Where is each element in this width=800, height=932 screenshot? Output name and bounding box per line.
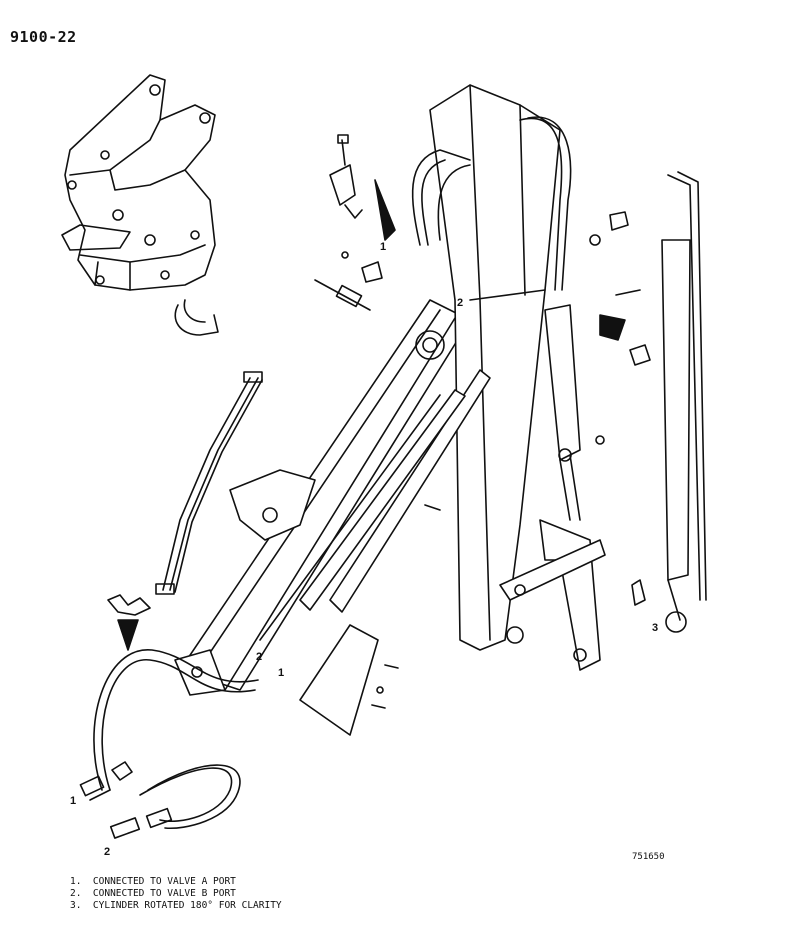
mounting-bracket: [61, 74, 216, 291]
lower-hose-assembly: [79, 649, 259, 839]
stabilizer-leg: [499, 519, 606, 671]
u-clip: [174, 299, 219, 336]
hose-pair-loose: [155, 371, 263, 595]
boom-arm: [174, 299, 471, 696]
callout-valve-a-hose: 1: [70, 795, 77, 807]
page-id: 9100-22: [10, 28, 77, 46]
fitting-cluster: [107, 594, 151, 651]
callout-valve-b-boom: 2: [256, 651, 263, 663]
dipper-arm: [429, 84, 561, 651]
slide-rail: [259, 369, 491, 641]
note-item: 3. CYLINDER ROTATED 180° FOR CLARITY: [70, 900, 282, 911]
drawing-number: 751650: [632, 852, 665, 862]
callout-valve-a-top: 1: [380, 241, 387, 253]
pin-bolt-cluster: [314, 251, 383, 311]
callout-valve-a-boom: 1: [278, 667, 285, 679]
right-cylinder-assembly: [661, 171, 707, 633]
callout-valve-b-hose: 2: [104, 846, 111, 858]
bolts-bottom: [371, 504, 441, 709]
small-fittings-right: [589, 211, 651, 606]
guard-plate: [299, 624, 379, 736]
callout-rotated-cylinder: 3: [652, 622, 659, 634]
dipper-hoses: [411, 116, 572, 291]
note-item: 1. CONNECTED TO VALVE A PORT: [70, 876, 236, 887]
top-bolt-bracket: [329, 134, 396, 241]
notes-list: 1. CONNECTED TO VALVE A PORT 2. CONNECTE…: [70, 876, 282, 912]
note-item: 2. CONNECTED TO VALVE B PORT: [70, 888, 236, 899]
callout-valve-b-top: 2: [457, 297, 464, 309]
hydraulic-cylinder: [544, 304, 581, 521]
